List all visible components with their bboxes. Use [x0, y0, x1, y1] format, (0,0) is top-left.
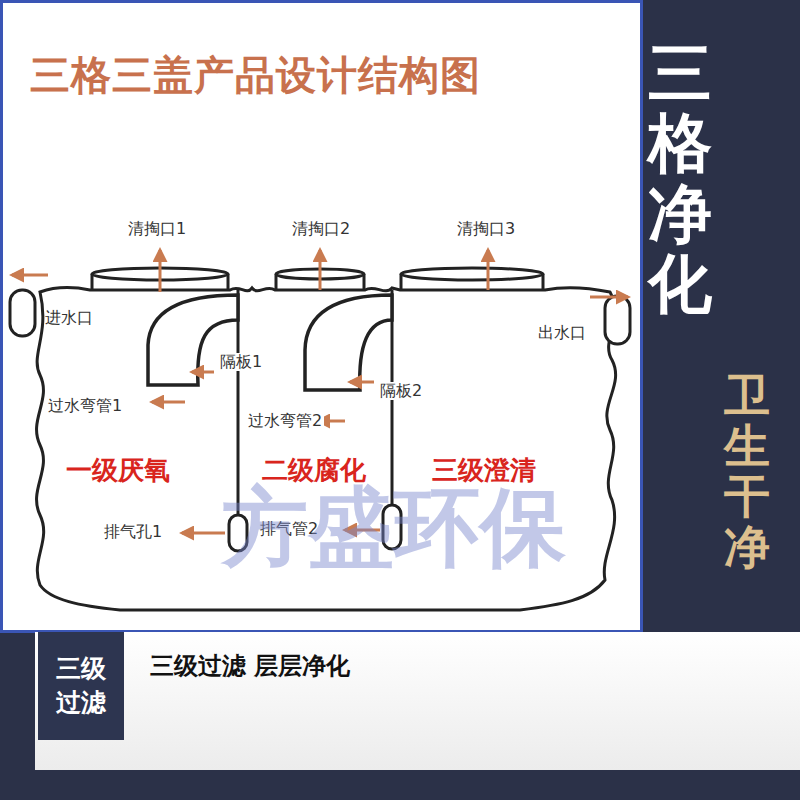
vent-label: 排气孔1: [104, 523, 162, 541]
inlet-label: 进水口: [45, 309, 93, 327]
outlet-label: 出水口: [538, 324, 586, 342]
tag-box: 三级过滤: [38, 632, 124, 740]
node-text: 三级过滤 层层净化: [150, 632, 800, 682]
watermark: 方盛环保: [222, 478, 566, 577]
cleanout-label: 清掏口1: [128, 220, 186, 238]
cleanout-label: 清掏口3: [457, 220, 515, 238]
diagram-title: 三格三盖产品设计结构图: [30, 52, 481, 98]
node-text: 三级过滤: [54, 652, 109, 720]
vertical-slogan: 卫生干净: [724, 370, 770, 572]
pipe-label: 过水弯管1: [48, 397, 122, 415]
partition-label: 隔板1: [218, 353, 264, 371]
chamber-label: 一级厌氧: [66, 456, 170, 486]
cleanout-label: 清掏口2: [292, 220, 350, 238]
slogan-band: 三级过滤 层层净化三级过滤: [35, 632, 800, 770]
pipe-label: 过水弯管2: [246, 412, 324, 430]
partition-label: 隔板2: [378, 382, 424, 400]
vertical-slogan: 三格净化: [648, 38, 712, 320]
